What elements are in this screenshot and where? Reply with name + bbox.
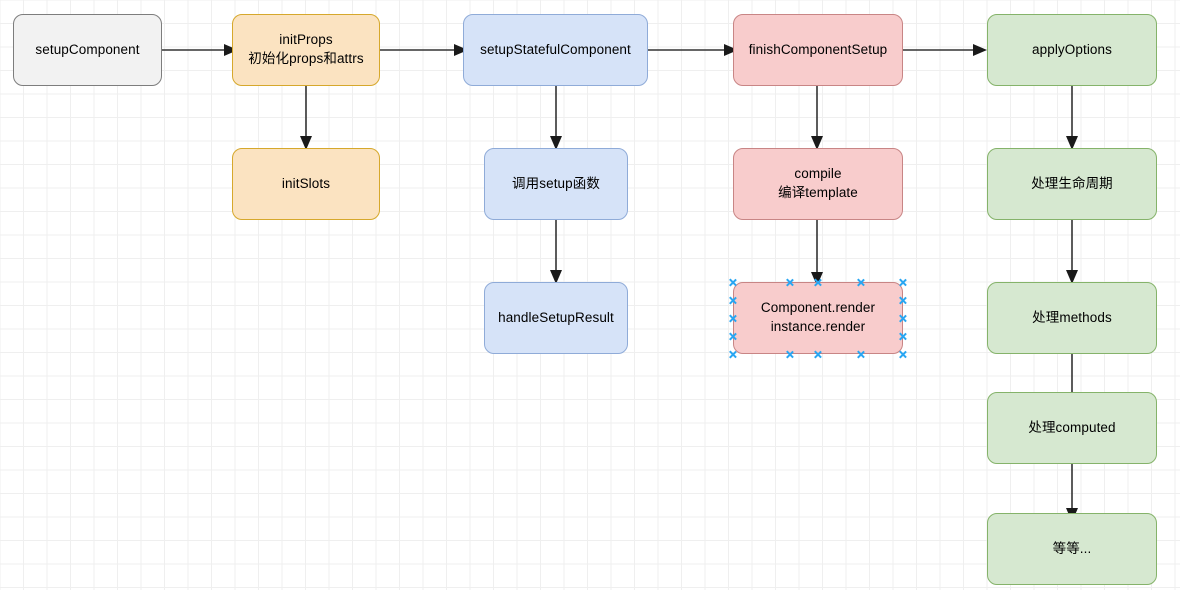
- node-label: applyOptions: [1032, 41, 1112, 57]
- edge-setupStatefulComponent-to-callSetup[interactable]: [546, 86, 566, 154]
- node-init-props[interactable]: initProps 初始化props和attrs: [232, 14, 380, 86]
- node-label: 调用setup函数: [512, 175, 600, 191]
- node-label: handleSetupResult: [498, 309, 614, 325]
- edge-applyOptions-to-lifecycle[interactable]: [1062, 86, 1082, 154]
- node-call-setup[interactable]: 调用setup函数: [484, 148, 628, 220]
- edge-initProps-to-initSlots[interactable]: [296, 86, 316, 154]
- node-init-slots[interactable]: initSlots: [232, 148, 380, 220]
- edge-callSetup-to-handleSetupResult[interactable]: [546, 220, 566, 288]
- edge-initProps-to-setupStatefulComponent[interactable]: [380, 40, 472, 60]
- node-setup-component[interactable]: setupComponent: [13, 14, 162, 86]
- node-methods[interactable]: 处理methods: [987, 282, 1157, 354]
- node-label: initSlots: [281, 175, 331, 191]
- node-etc[interactable]: 等等...: [987, 513, 1157, 585]
- node-label: finishComponentSetup: [748, 41, 888, 57]
- node-component-render[interactable]: Component.render instance.render: [733, 282, 903, 354]
- node-label: 处理生命周期: [1031, 175, 1113, 191]
- node-finish-component-setup[interactable]: finishComponentSetup: [733, 14, 903, 86]
- node-label: setupStatefulComponent: [480, 41, 631, 57]
- edge-compile-to-componentRender[interactable]: [807, 220, 827, 288]
- node-label: compile 编译template: [778, 166, 858, 200]
- node-label: 等等...: [1052, 540, 1092, 556]
- edge-finishComponentSetup-to-compile[interactable]: [807, 86, 827, 154]
- node-apply-options[interactable]: applyOptions: [987, 14, 1157, 86]
- node-label: initProps 初始化props和attrs: [248, 32, 364, 66]
- node-computed[interactable]: 处理computed: [987, 392, 1157, 464]
- edge-lifecycle-to-methods[interactable]: [1062, 220, 1082, 288]
- node-label: setupComponent: [35, 41, 140, 57]
- node-label: 处理computed: [1028, 419, 1116, 435]
- node-label: Component.render instance.render: [760, 300, 876, 334]
- node-setup-stateful-component[interactable]: setupStatefulComponent: [463, 14, 648, 86]
- node-handle-setup-result[interactable]: handleSetupResult: [484, 282, 628, 354]
- node-compile[interactable]: compile 编译template: [733, 148, 903, 220]
- node-label: 处理methods: [1032, 309, 1112, 325]
- edge-setupComponent-to-initProps[interactable]: [162, 40, 242, 60]
- node-lifecycle[interactable]: 处理生命周期: [987, 148, 1157, 220]
- edge-setupStatefulComponent-to-finishComponentSetup[interactable]: [648, 40, 742, 60]
- edge-finishComponentSetup-to-applyOptions[interactable]: [903, 40, 993, 60]
